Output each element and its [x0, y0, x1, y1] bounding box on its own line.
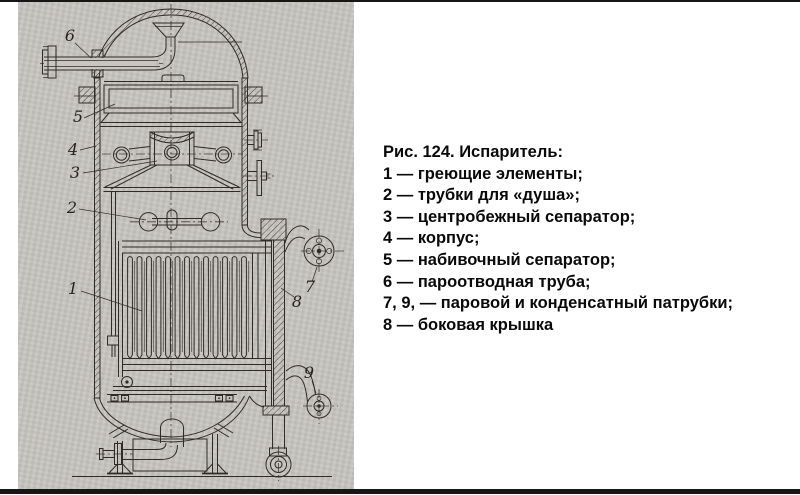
callout-numbers: 6 5 4 3 2 1 8 7 9: [65, 26, 316, 382]
callout-8: 8: [292, 292, 302, 311]
callout-3: 3: [70, 163, 80, 182]
caption-item-6: 6 — пароотводная труба;: [383, 272, 591, 291]
centrifugal-separator: [103, 131, 241, 192]
level-gauge-tube: [107, 192, 119, 357]
callout-9: 9: [304, 363, 314, 382]
caption-item-4: 4 — корпус;: [383, 229, 480, 248]
caption-item-2: 2 — трубки для «душа»;: [383, 186, 580, 205]
callout-leaders: [74, 42, 318, 394]
evaporator-drawing: 6 5 4 3 2 1 8 7 9: [40, 4, 346, 481]
page-frame-top: [0, 0, 800, 2]
page-frame-bottom: [0, 489, 800, 494]
heating-element-bundle: [107, 240, 272, 403]
caption-item-8: 8 — боковая крышка: [383, 315, 554, 334]
callout-1: 1: [68, 279, 78, 298]
shell-fittings: [247, 129, 271, 196]
steam-outlet-pipe: [42, 22, 185, 79]
side-cover: [241, 218, 290, 416]
callout-4: 4: [67, 140, 78, 159]
caption-item-5: 5 — набивочный сепаратор;: [383, 250, 616, 269]
scanned-figure-panel: 6 5 4 3 2 1 8 7 9: [18, 2, 354, 489]
callout-5: 5: [73, 107, 83, 126]
figure-caption: Рис. 124. Испаритель: 1 — греющие элемен…: [383, 142, 733, 336]
callout-6: 6: [65, 26, 75, 45]
bottom-head: [93, 395, 265, 443]
drain-assembly: [99, 418, 184, 465]
centerlines: [40, 4, 346, 481]
support-stand: [107, 434, 228, 475]
caption-item-3: 3 — центробежный сепаратор;: [383, 207, 636, 226]
packing-separator: [100, 74, 242, 127]
callout-2: 2: [66, 198, 77, 217]
support-lugs: [74, 86, 268, 104]
lower-drain-pipe: [265, 415, 292, 478]
caption-item-1: 1 — греющие элементы;: [383, 164, 583, 183]
shower-tubes: [138, 209, 221, 232]
caption-item-7-9: 7, 9, — паровой и конденсатный патрубки;: [383, 294, 734, 313]
callout-7: 7: [305, 277, 316, 296]
vessel-shell-walls: [94, 77, 248, 399]
steam-nozzle: [284, 225, 335, 267]
condensate-nozzle: [285, 365, 332, 419]
caption-title: Рис. 124. Испаритель:: [383, 143, 563, 161]
